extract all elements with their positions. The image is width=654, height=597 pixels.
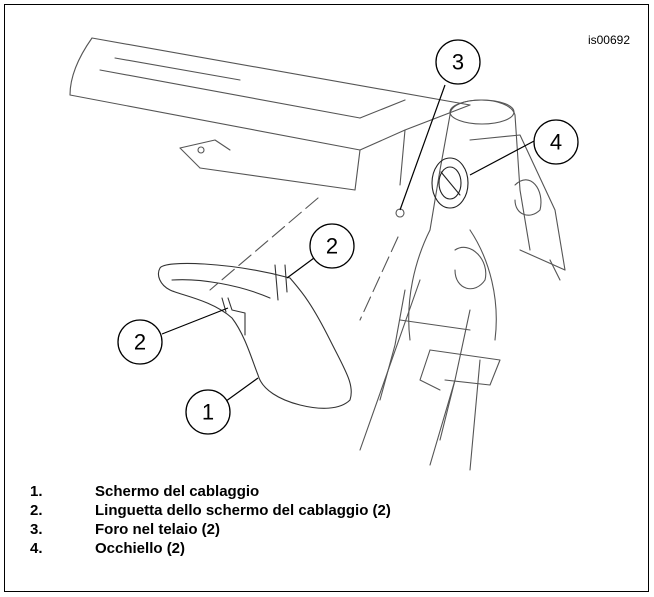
callout-2-upper-label: 2 — [326, 234, 338, 259]
callout-2-lower — [117, 319, 163, 365]
callout-2-lower-label: 2 — [134, 330, 146, 355]
frame-hole — [395, 208, 405, 218]
legend-number: 1. — [30, 483, 43, 500]
legend-list: 1. Schermo del cablaggio 2. Linguetta dell… — [30, 482, 391, 558]
legend-item: 4. Occhiello (2) — [30, 539, 391, 558]
callout-2-upper — [309, 223, 355, 269]
figure-id-label: is00692 — [587, 33, 630, 47]
callout-3 — [435, 39, 481, 85]
callout-3-label: 3 — [452, 50, 464, 75]
guide-lines — [209, 197, 399, 321]
callout-4-label: 4 — [550, 130, 562, 155]
frame-backbone — [69, 37, 471, 191]
steering-head — [359, 99, 566, 471]
legend-number: 3. — [30, 521, 43, 538]
legend-text: Linguetta dello schermo del cablaggio (2… — [95, 502, 391, 519]
legend-number: 4. — [30, 540, 43, 557]
callout-1-label: 1 — [202, 400, 214, 425]
wiring-shield — [157, 262, 352, 409]
figure-frame: is00692 — [4, 4, 649, 592]
legend-text: Foro nel telaio (2) — [95, 521, 221, 538]
grommet — [431, 157, 469, 209]
legend-number: 2. — [30, 502, 43, 519]
legend-item: 2. Linguetta dello schermo del cablaggio … — [30, 501, 391, 520]
legend-text: Schermo del cablaggio — [95, 483, 260, 500]
legend-text: Occhiello (2) — [95, 540, 186, 557]
legend-item: 3. Foro nel telaio (2) — [30, 520, 391, 539]
callout-4 — [533, 119, 579, 165]
callout-1 — [185, 389, 231, 435]
legend-item: 1. Schermo del cablaggio — [30, 482, 391, 501]
